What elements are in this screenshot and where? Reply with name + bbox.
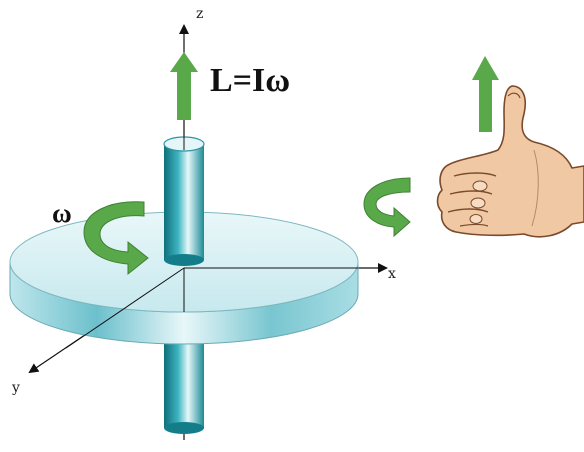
angular-velocity-label: ω xyxy=(52,198,72,228)
z-axis-label: z xyxy=(196,6,203,22)
upper-shaft xyxy=(163,136,205,266)
angular-momentum-arrow xyxy=(170,52,198,120)
x-axis-label: x xyxy=(388,266,396,282)
y-axis-label: y xyxy=(11,380,20,396)
thumb-direction-arrow xyxy=(472,56,499,132)
right-hand-thumbs-up-illustration xyxy=(436,85,584,238)
angular-momentum-formula: L=Iω xyxy=(210,62,290,99)
hand-rotation-arrow xyxy=(363,177,411,238)
disk-rotation-arrow xyxy=(83,201,149,276)
